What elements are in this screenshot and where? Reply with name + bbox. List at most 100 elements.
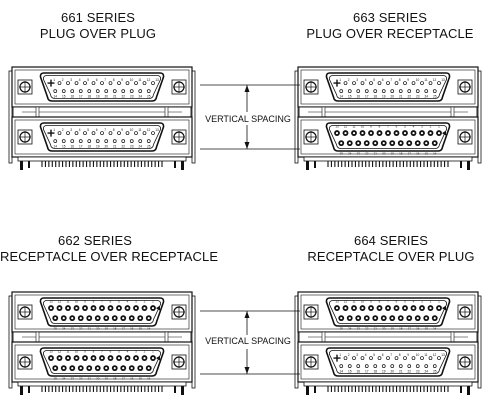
pin — [424, 89, 429, 94]
pin-number: 9 — [121, 128, 123, 132]
pin — [108, 81, 113, 85]
pin — [407, 364, 412, 369]
board-lock — [467, 386, 470, 395]
d-sub-shell — [39, 72, 165, 102]
pin-number: 2 — [430, 300, 432, 304]
pin-number: 9 — [370, 300, 372, 304]
pin — [381, 89, 386, 94]
pin-number: 1 — [438, 125, 440, 129]
pin-number: 9 — [407, 353, 409, 357]
series-title-663: 663 SERIES PLUG OVER RECEPTACLE — [290, 10, 490, 42]
pin-number: 16 — [130, 327, 134, 331]
pin-1-marker — [156, 355, 160, 361]
pin-number: 25 — [147, 95, 151, 99]
pin-number: 9 — [407, 78, 409, 82]
pin-number: 11 — [138, 128, 142, 132]
pin — [428, 356, 433, 360]
pin-number: 21 — [399, 370, 403, 374]
pin-number: 20 — [96, 377, 100, 381]
pin-number: 24 — [424, 370, 428, 374]
board-lock — [181, 161, 184, 170]
pin — [151, 131, 155, 135]
pin-number: 4 — [365, 78, 367, 82]
pin — [343, 81, 348, 85]
pin — [377, 356, 382, 360]
board-lock — [460, 386, 462, 393]
pin-number: 3 — [421, 125, 423, 129]
d-sub-insert — [329, 350, 447, 374]
pin-number: 1 — [152, 350, 154, 354]
pin-number: 17 — [122, 377, 126, 381]
pin — [112, 89, 117, 94]
pin — [121, 139, 126, 144]
pin-number: 3 — [421, 300, 423, 304]
pin-number: 23 — [71, 327, 75, 331]
pin — [352, 81, 356, 85]
pin-number: 7 — [390, 78, 392, 82]
pin-number: 21 — [113, 145, 117, 149]
pin-number: 25 — [340, 152, 344, 156]
pin — [95, 139, 100, 144]
pin — [420, 356, 424, 360]
pin — [91, 81, 96, 85]
pin-number: 22 — [407, 95, 411, 99]
board-lock — [306, 386, 309, 395]
pin-number: 22 — [365, 152, 369, 156]
pin — [129, 89, 134, 94]
pin-number: 16 — [416, 152, 420, 156]
pin — [437, 356, 441, 360]
pin-number: 2 — [430, 125, 432, 129]
pin — [125, 81, 130, 85]
pin-number: 25 — [433, 95, 437, 99]
mounting-base — [303, 156, 473, 162]
pin — [390, 364, 395, 369]
pin-number: 10 — [416, 353, 420, 357]
pin-number: 10 — [361, 300, 365, 304]
pin-number: 12 — [147, 78, 151, 82]
pin-number: 23 — [130, 145, 134, 149]
pin-number: 12 — [147, 128, 151, 132]
pin — [100, 81, 104, 85]
pin — [53, 139, 58, 144]
pin-number: 11 — [352, 125, 355, 129]
pin-number: 7 — [390, 353, 392, 357]
pin-number: 13 — [335, 125, 339, 129]
pin-number: 23 — [416, 370, 420, 374]
pin — [61, 89, 66, 94]
pin — [146, 139, 151, 144]
pin-number: 6 — [96, 128, 98, 132]
pin-number: 10 — [130, 128, 134, 132]
pin-number: 18 — [113, 377, 117, 381]
pin-number: 6 — [110, 350, 112, 354]
pin-number: 17 — [79, 95, 83, 99]
pin-number: 24 — [138, 95, 142, 99]
d-sub-shell — [325, 347, 451, 377]
pin-number: 11 — [138, 78, 142, 82]
pin-number: 7 — [387, 300, 389, 304]
d-sub-insert — [43, 125, 161, 149]
pin-number: 10 — [130, 78, 134, 82]
pin — [57, 131, 62, 135]
pin — [437, 81, 441, 85]
pin — [403, 81, 407, 85]
pin — [420, 81, 424, 85]
pin — [57, 81, 62, 85]
pin — [411, 81, 416, 85]
pin-number: 12 — [58, 300, 62, 304]
pin — [360, 81, 365, 85]
pin-number: 15 — [425, 152, 429, 156]
pin-number: 17 — [408, 152, 412, 156]
pin — [386, 81, 390, 85]
pin-number: 8 — [399, 353, 401, 357]
pin-number: 4 — [127, 300, 129, 304]
pin-number: 11 — [66, 350, 69, 354]
vertical-spacing-label: VERTICAL SPACING — [205, 336, 291, 346]
pin-number: 23 — [130, 95, 134, 99]
pin — [78, 89, 83, 94]
pin-number: 25 — [433, 370, 437, 374]
pin-number: 1 — [339, 78, 341, 82]
